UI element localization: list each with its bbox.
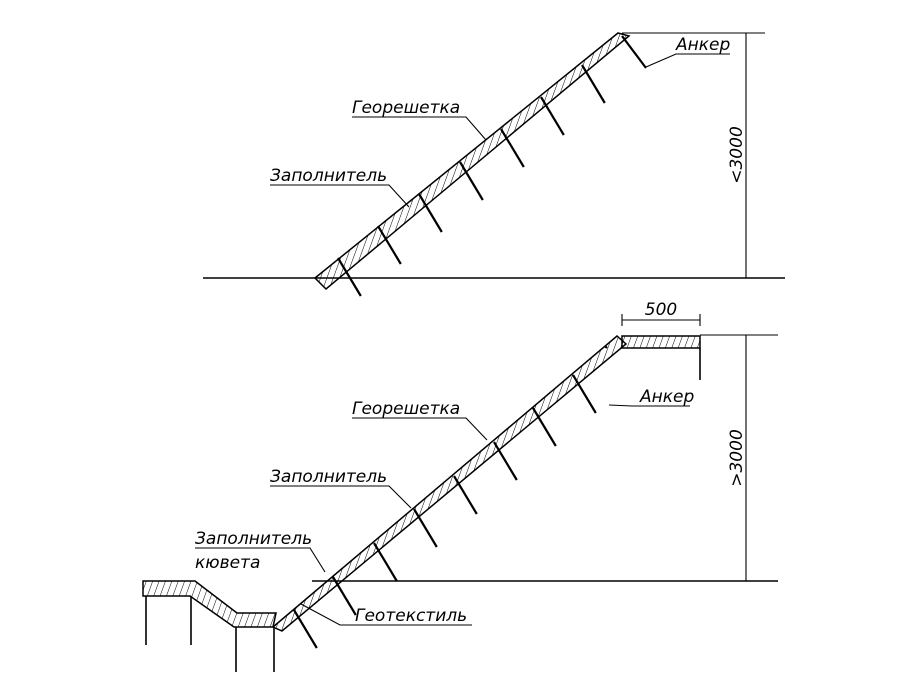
top-geogrid-leader [352,116,487,141]
bottom-ditch-filler-label-line2: кювета [195,553,260,573]
top-section: <3000 Анкер Георешетка Заполнитель [203,32,785,297]
bottom-anchor-8 [572,374,597,414]
top-anchor-7 [581,64,606,104]
top-anchor-1 [337,257,362,297]
bottom-geotextile-leader [300,603,472,626]
bottom-anchor-3 [373,542,398,582]
bottom-filler-leader [270,485,412,509]
bottom-geotextile-label: Геотекстиль [355,606,467,626]
top-crest-anchor [621,35,647,69]
bottom-geogrid-label: Георешетка [352,399,460,419]
bottom-dimension-height-label: >3000 [727,429,747,487]
top-anchor-leader [645,53,730,68]
bottom-anchor-label: Анкер [639,387,694,407]
bottom-dimension-width-label: 500 [645,300,677,320]
bottom-anchors [293,345,608,649]
top-anchor-4 [459,161,484,201]
bottom-anchor-6 [493,441,518,481]
bottom-anchor-4 [413,508,438,548]
top-filler-leader [270,184,410,208]
top-anchor-5 [500,128,525,168]
bottom-ditch-filler-label-line1: Заполнитель [195,529,312,549]
top-anchor-3 [418,193,443,233]
top-geogrid-label: Георешетка [352,98,460,118]
bottom-anchor-leader [608,404,690,407]
top-anchor-2 [377,225,402,265]
bottom-section: >3000 500 Анкер Георешетка Заполнитель З… [142,300,778,672]
bottom-crest-band [621,335,701,349]
bottom-crest-anchor-stub [604,345,608,349]
top-anchor-label: Анкер [675,35,730,55]
top-dimension-label: <3000 [727,126,747,184]
top-geogrid-band [313,32,631,291]
bottom-anchor-5 [453,475,478,515]
top-anchors [337,35,647,297]
bottom-anchor-1 [293,609,318,649]
top-filler-label: Заполнитель [270,166,387,186]
bottom-ditch-band [142,580,277,628]
top-anchor-6 [540,96,565,136]
bottom-anchor-7 [532,407,557,447]
bottom-ditch-filler-leader [195,547,326,573]
bottom-filler-label: Заполнитель [270,467,387,487]
bottom-anchor-2 [332,576,357,616]
bottom-geogrid-leader [352,417,488,441]
